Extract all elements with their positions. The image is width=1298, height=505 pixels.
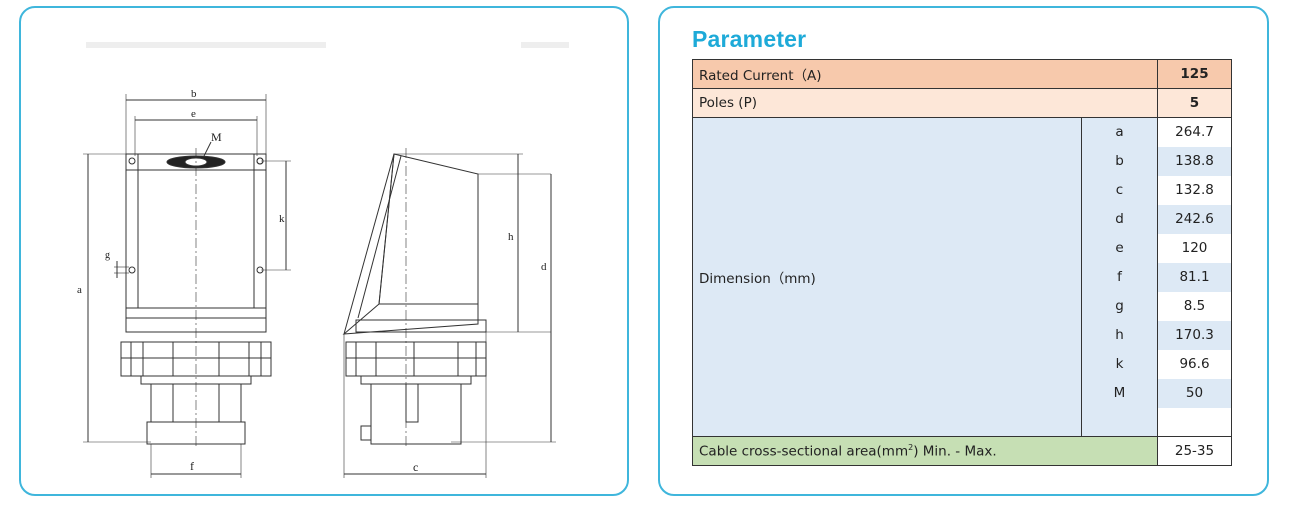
- rated-current-value: 125: [1157, 59, 1232, 89]
- dimension-row: b 138.8: [693, 146, 1232, 176]
- parameter-title: Parameter: [692, 26, 807, 52]
- dimension-value: 132.8: [1157, 175, 1232, 205]
- label-e: e: [191, 108, 196, 120]
- rated-current-label: Rated Current（A): [692, 59, 1158, 89]
- dimension-key: e: [1081, 233, 1158, 263]
- dimension-key: [1081, 407, 1158, 437]
- poles-label: Poles (P): [692, 88, 1158, 118]
- label-d: d: [541, 261, 547, 273]
- dimension-row: f 81.1: [693, 262, 1232, 292]
- dimension-row: d 242.6: [693, 204, 1232, 234]
- cable-row: Cable cross-sectional area(mm2) Min. - M…: [692, 436, 1232, 466]
- dimension-key: d: [1081, 204, 1158, 234]
- cable-label-post: ) Min. - Max.: [913, 443, 997, 460]
- label-k: k: [279, 213, 285, 225]
- dimension-value: 120: [1157, 233, 1232, 263]
- dimension-key: M: [1081, 378, 1158, 408]
- dimension-value: 138.8: [1157, 146, 1232, 176]
- dimension-row: [693, 407, 1232, 437]
- dimension-row: h 170.3: [693, 320, 1232, 350]
- cable-label: Cable cross-sectional area(mm2) Min. - M…: [692, 436, 1158, 466]
- front-view: b e M: [77, 88, 291, 478]
- cable-label-sup: 2: [908, 442, 914, 452]
- label-h: h: [508, 231, 514, 243]
- label-c: c: [413, 460, 418, 474]
- dimension-value: 81.1: [1157, 262, 1232, 292]
- dimension-label: Dimension（mm): [692, 117, 1082, 437]
- dimension-key: f: [1081, 262, 1158, 292]
- dimension-key: k: [1081, 349, 1158, 379]
- dimension-value: 50: [1157, 378, 1232, 408]
- poles-row: Poles (P) 5: [692, 88, 1232, 118]
- dimension-row: k 96.6: [693, 349, 1232, 379]
- dimension-value: 264.7: [1157, 117, 1232, 147]
- dimension-key: a: [1081, 117, 1158, 147]
- dimension-key: b: [1081, 146, 1158, 176]
- label-b: b: [191, 88, 197, 100]
- dimension-value: [1157, 407, 1232, 437]
- dimension-row: g 8.5: [693, 291, 1232, 321]
- label-a: a: [77, 284, 82, 296]
- dimension-value: 96.6: [1157, 349, 1232, 379]
- rated-current-row: Rated Current（A) 125: [692, 59, 1232, 89]
- dimension-value: 242.6: [1157, 204, 1232, 234]
- cable-label-pre: Cable cross-sectional area(mm: [699, 443, 909, 460]
- label-m: M: [211, 130, 222, 144]
- label-g: g: [105, 250, 110, 261]
- label-f: f: [190, 459, 194, 473]
- side-view: h d c: [342, 148, 556, 478]
- dimension-key: c: [1081, 175, 1158, 205]
- parameter-table: Rated Current（A) 125 Poles (P) 5 Dimensi…: [692, 59, 1232, 466]
- dimension-row: e 120: [693, 233, 1232, 263]
- dimension-row: c 132.8: [693, 175, 1232, 205]
- dimension-row: Dimension（mm) a 264.7: [692, 117, 1232, 437]
- parameter-panel: Parameter Rated Current（A) 125 Poles (P)…: [658, 6, 1269, 496]
- dimension-row: M 50: [693, 378, 1232, 408]
- dimension-key: g: [1081, 291, 1158, 321]
- dimension-value: 170.3: [1157, 320, 1232, 350]
- technical-drawing: b e M: [77, 42, 569, 478]
- dimension-key: h: [1081, 320, 1158, 350]
- cable-value: 25-35: [1157, 436, 1232, 466]
- drawing-panel: b e M: [19, 6, 629, 496]
- poles-value: 5: [1157, 88, 1232, 118]
- dimension-value: 8.5: [1157, 291, 1232, 321]
